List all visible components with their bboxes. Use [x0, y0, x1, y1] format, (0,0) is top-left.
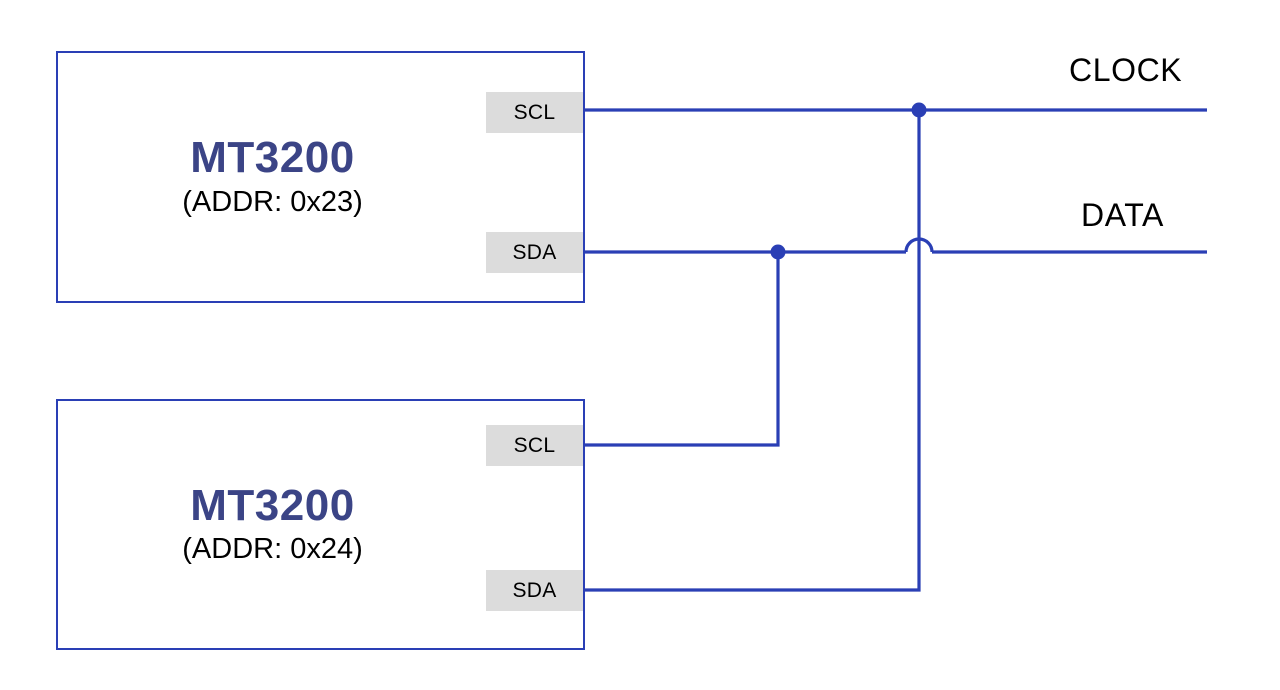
pin-scl-device-2[interactable]: SCL	[486, 425, 583, 466]
device-2-subtitle: (ADDR: 0x24)	[182, 533, 363, 566]
pin-scl-device-1-label: SCL	[513, 100, 556, 124]
junction-dot-data	[770, 244, 786, 260]
device-1-text-group: MT3200 (ADDR: 0x23)	[58, 134, 487, 220]
junction-dot-clock	[911, 102, 927, 118]
pin-scl-device-2-label: SCL	[513, 433, 556, 457]
device-1-subtitle: (ADDR: 0x23)	[182, 185, 363, 218]
pin-sda-device-2-label: SDA	[512, 578, 557, 602]
wire-device2-scl-to-data	[585, 252, 780, 447]
bus-label-clock: CLOCK	[1069, 52, 1183, 88]
wire-device2-sda-to-clock	[585, 110, 921, 592]
device-2-title: MT3200	[190, 480, 355, 530]
bus-label-data: DATA	[1081, 197, 1164, 233]
device-2-text-group: MT3200 (ADDR: 0x24)	[58, 482, 487, 568]
pin-sda-device-1-label: SDA	[512, 240, 557, 264]
device-1-title: MT3200	[190, 133, 355, 183]
pin-sda-device-2[interactable]: SDA	[486, 570, 583, 611]
pin-scl-device-1[interactable]: SCL	[486, 92, 583, 133]
pin-sda-device-1[interactable]: SDA	[486, 232, 583, 273]
